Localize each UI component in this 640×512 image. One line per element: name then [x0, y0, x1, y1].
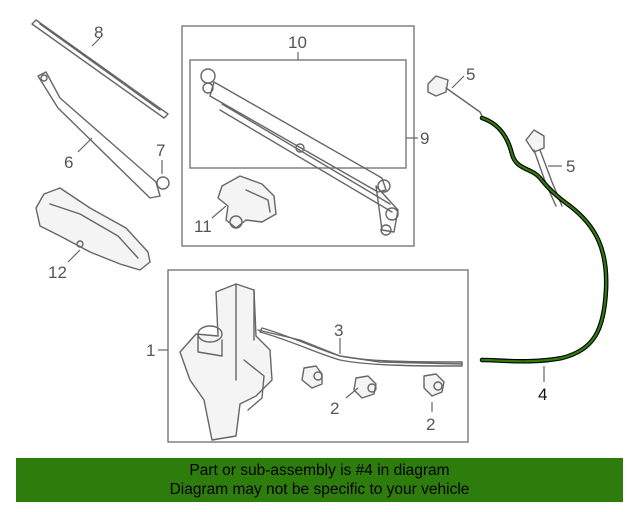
part-info-banner: Part or sub-assembly is #4 in diagram Di…	[16, 458, 623, 502]
wiper-blade-part[interactable]	[31, 19, 169, 119]
callout-10: 10	[288, 33, 307, 52]
reservoir-hose-part[interactable]	[259, 327, 463, 367]
callout-2b: 2	[426, 415, 435, 434]
callout-11: 11	[194, 217, 212, 236]
callout-7: 7	[156, 141, 165, 160]
callout-6: 6	[64, 153, 73, 172]
leader-2a	[345, 387, 359, 399]
callout-2a: 2	[330, 399, 339, 418]
wiper-arm-part[interactable]	[37, 71, 161, 199]
washer-hose-part[interactable]	[479, 115, 609, 364]
callout-4: 4	[538, 385, 547, 404]
leader-12	[67, 249, 81, 263]
leader-5a	[451, 75, 465, 89]
reservoir-assembly-frame	[167, 269, 469, 443]
callout-1: 1	[146, 341, 155, 360]
banner-line-2: Diagram may not be specific to your vehi…	[169, 481, 470, 498]
callout-9: 9	[420, 129, 429, 148]
wiper-linkage-part[interactable]	[200, 68, 399, 236]
callout-5b: 5	[566, 157, 575, 176]
washer-pump-part-a[interactable]	[301, 365, 323, 389]
callout-12: 12	[48, 263, 67, 282]
callout-8: 8	[94, 23, 103, 42]
callout-3: 3	[334, 321, 343, 340]
nut-part[interactable]	[156, 176, 170, 190]
leader-11	[211, 205, 227, 219]
banner-line-1: Part or sub-assembly is #4 in diagram	[189, 462, 450, 479]
linkage-assembly-frame	[181, 25, 415, 247]
leader-8	[91, 37, 101, 47]
callout-5a: 5	[466, 65, 475, 84]
washer-pump-part-c[interactable]	[423, 373, 445, 397]
cowl-bracket-part[interactable]	[35, 187, 151, 271]
wiper-motor-part[interactable]	[217, 175, 277, 229]
washer-pump-part-b[interactable]	[353, 375, 377, 399]
washer-nozzle-part-left[interactable]	[427, 75, 485, 121]
leader-6	[77, 137, 93, 153]
